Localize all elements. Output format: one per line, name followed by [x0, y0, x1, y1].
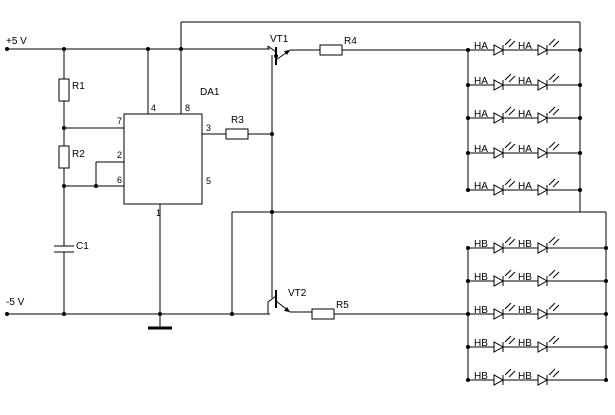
ha-row3-led1: HA	[474, 106, 516, 124]
hb-row2-led2: HB	[518, 269, 560, 287]
resistor-r5: R5	[311, 300, 468, 320]
transistor-vt2: VT2	[267, 288, 312, 314]
hb-row1-led2: HB	[518, 236, 560, 254]
hb-row3-led2: HB	[518, 302, 560, 320]
hb-row3-led1-label: HB	[474, 305, 488, 316]
ic-da1-label: DA1	[200, 87, 220, 98]
pin-4-label: 4	[151, 103, 156, 113]
ha-row4-led2-label: HA	[518, 144, 532, 155]
r2-label: R2	[72, 149, 85, 160]
transistor-vt1: VT1	[267, 34, 320, 65]
ha-row5-led2-label: HA	[518, 181, 532, 192]
ha-row5-led2: HA	[518, 178, 560, 196]
pin-2-label: 2	[117, 150, 122, 160]
resistor-r1: R1	[58, 49, 85, 146]
minus-rail: -5 V	[5, 297, 270, 316]
minus-rail-label: -5 V	[6, 297, 25, 308]
capacitor-c1: C1	[54, 241, 89, 314]
ha-row2-led2: HA	[518, 73, 560, 91]
ha-row5-led1-label: HA	[474, 181, 488, 192]
led-bank-ha: HA HA HA HA HA HA HA HA HA HA	[466, 38, 582, 196]
ic-da1: DA1 4 8 7 2 6 3 5 1	[64, 47, 226, 330]
hb-row1-led1-label: HB	[474, 239, 488, 250]
pin-6-label: 6	[117, 175, 122, 185]
hb-row5-led1: HB	[474, 368, 516, 386]
pin-3-label: 3	[206, 123, 211, 133]
ha-row1-led2-label: HA	[518, 41, 532, 52]
ha-row2-led1-label: HA	[474, 76, 488, 87]
hb-row1-led1: HB	[474, 236, 516, 254]
ha-row2-led2-label: HA	[518, 76, 532, 87]
resistor-r2: R2	[58, 127, 120, 246]
ha-row1-led2: HA	[518, 38, 560, 56]
hb-row5-led2: HB	[518, 368, 560, 386]
hb-row2-led1: HB	[474, 269, 516, 287]
hb-row4-led2-label: HB	[518, 338, 532, 349]
pin-5-label: 5	[206, 176, 211, 186]
pin-7-label: 7	[117, 116, 122, 126]
ha-row5-led1: HA	[474, 178, 516, 196]
led-bank-hb: HB HB HB HB HB HB HB HB HB HB	[466, 211, 608, 386]
pin-8-label: 8	[185, 103, 190, 113]
resistor-r4: R4	[319, 36, 468, 56]
vt2-label: VT2	[288, 288, 307, 299]
r1-label: R1	[72, 81, 85, 92]
hb-row4-led1: HB	[474, 335, 516, 353]
r3-label: R3	[231, 115, 244, 126]
hb-row1-led2-label: HB	[518, 239, 532, 250]
hb-row4-led2: HB	[518, 335, 560, 353]
ha-row3-led2-label: HA	[518, 109, 532, 120]
ha-row4-led1: HA	[474, 141, 516, 159]
r4-label: R4	[344, 36, 357, 47]
ha-row4-led2: HA	[518, 141, 560, 159]
hb-row3-led1: HB	[474, 302, 516, 320]
c1-label: C1	[76, 241, 89, 252]
ha-row4-led1-label: HA	[474, 144, 488, 155]
hb-row2-led1-label: HB	[474, 272, 488, 283]
ha-row2-led1: HA	[474, 73, 516, 91]
hb-row5-led2-label: HB	[518, 371, 532, 382]
r5-label: R5	[336, 300, 349, 311]
ha-row1-led1-label: HA	[474, 41, 488, 52]
plus-rail-label: +5 V	[6, 36, 27, 47]
plus-rail: +5 V	[5, 36, 270, 51]
ha-row3-led1-label: HA	[474, 109, 488, 120]
vt1-label: VT1	[270, 34, 289, 45]
ha-row1-led1: HA	[474, 38, 516, 56]
resistor-r3: R3	[225, 115, 274, 140]
hb-row3-led2-label: HB	[518, 305, 532, 316]
hb-row5-led1-label: HB	[474, 371, 488, 382]
hb-row4-led1-label: HB	[474, 338, 488, 349]
hb-row2-led2-label: HB	[518, 272, 532, 283]
ha-row3-led2: HA	[518, 106, 560, 124]
pin-1-label: 1	[156, 208, 161, 218]
